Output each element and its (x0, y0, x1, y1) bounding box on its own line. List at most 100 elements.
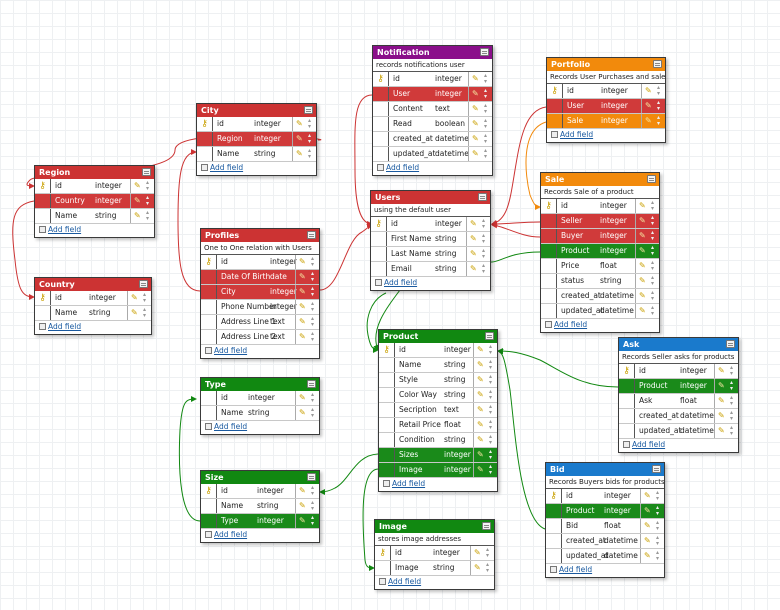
pencil-icon[interactable]: ✎ (296, 134, 303, 143)
reorder-arrows-icon[interactable]: ▴ ▾ (656, 504, 660, 517)
portfolio-table-title[interactable]: Portfolio (547, 58, 665, 71)
edit-table-icon[interactable] (139, 280, 148, 288)
pencil-icon[interactable]: ✎ (718, 426, 725, 435)
add-field-link[interactable]: Add field (35, 224, 154, 237)
pencil-icon[interactable]: ✎ (718, 366, 725, 375)
reorder-arrows-icon[interactable]: ▴ ▾ (146, 194, 150, 207)
edit-table-icon[interactable] (478, 193, 487, 201)
add-field-link[interactable]: Add field (546, 564, 664, 577)
city-table-title[interactable]: City (197, 104, 316, 117)
reorder-arrows-icon[interactable]: ▴ ▾ (657, 84, 661, 97)
reorder-arrows-icon[interactable]: ▴ ▾ (311, 391, 315, 404)
pencil-icon[interactable]: ✎ (639, 231, 646, 240)
reorder-arrows-icon[interactable]: ▴ ▾ (311, 499, 315, 512)
pencil-icon[interactable]: ✎ (299, 272, 306, 281)
reorder-arrows-icon[interactable]: ▴ ▾ (143, 306, 147, 319)
reorder-arrows-icon[interactable]: ▴ ▾ (489, 418, 493, 431)
pencil-icon[interactable]: ✎ (131, 293, 138, 302)
edit-table-icon[interactable] (647, 175, 656, 183)
edit-table-icon[interactable] (142, 168, 151, 176)
pencil-icon[interactable]: ✎ (477, 450, 484, 459)
pencil-icon[interactable]: ✎ (644, 551, 651, 560)
pencil-icon[interactable]: ✎ (472, 149, 479, 158)
pencil-icon[interactable]: ✎ (134, 181, 141, 190)
reorder-arrows-icon[interactable]: ▴ ▾ (484, 147, 488, 160)
pencil-icon[interactable]: ✎ (639, 261, 646, 270)
reorder-arrows-icon[interactable]: ▴ ▾ (311, 330, 315, 343)
product-table-title[interactable]: Product (379, 330, 497, 343)
add-field-link[interactable]: Add field (619, 439, 738, 452)
pencil-icon[interactable]: ✎ (639, 306, 646, 315)
pencil-icon[interactable]: ✎ (470, 249, 477, 258)
edit-table-icon[interactable] (307, 231, 316, 239)
image-table-title[interactable]: Image (375, 520, 494, 533)
reorder-arrows-icon[interactable]: ▴ ▾ (656, 534, 660, 547)
reorder-arrows-icon[interactable]: ▴ ▾ (308, 132, 312, 145)
reorder-arrows-icon[interactable]: ▴ ▾ (482, 247, 486, 260)
reorder-arrows-icon[interactable]: ▴ ▾ (730, 424, 734, 437)
reorder-arrows-icon[interactable]: ▴ ▾ (651, 289, 655, 302)
country-table-title[interactable]: Country (35, 278, 151, 291)
reorder-arrows-icon[interactable]: ▴ ▾ (651, 259, 655, 272)
pencil-icon[interactable]: ✎ (299, 317, 306, 326)
ask-table-title[interactable]: Ask (619, 338, 738, 351)
reorder-arrows-icon[interactable]: ▴ ▾ (482, 217, 486, 230)
pencil-icon[interactable]: ✎ (299, 393, 306, 402)
reorder-arrows-icon[interactable]: ▴ ▾ (489, 373, 493, 386)
reorder-arrows-icon[interactable]: ▴ ▾ (146, 179, 150, 192)
pencil-icon[interactable]: ✎ (299, 257, 306, 266)
pencil-icon[interactable]: ✎ (472, 119, 479, 128)
reorder-arrows-icon[interactable]: ▴ ▾ (143, 291, 147, 304)
reorder-arrows-icon[interactable]: ▴ ▾ (651, 229, 655, 242)
reorder-arrows-icon[interactable]: ▴ ▾ (651, 199, 655, 212)
pencil-icon[interactable]: ✎ (644, 536, 651, 545)
pencil-icon[interactable]: ✎ (299, 302, 306, 311)
add-field-link[interactable]: Add field (201, 529, 319, 542)
reorder-arrows-icon[interactable]: ▴ ▾ (651, 244, 655, 257)
pencil-icon[interactable]: ✎ (477, 420, 484, 429)
type-table-title[interactable]: Type (201, 378, 319, 391)
add-field-link[interactable]: Add field (373, 162, 492, 175)
add-field-link[interactable]: Add field (197, 162, 316, 175)
reorder-arrows-icon[interactable]: ▴ ▾ (489, 358, 493, 371)
users-table-title[interactable]: Users (371, 191, 490, 204)
pencil-icon[interactable]: ✎ (645, 116, 652, 125)
add-field-link[interactable]: Add field (379, 478, 497, 491)
pencil-icon[interactable]: ✎ (639, 216, 646, 225)
